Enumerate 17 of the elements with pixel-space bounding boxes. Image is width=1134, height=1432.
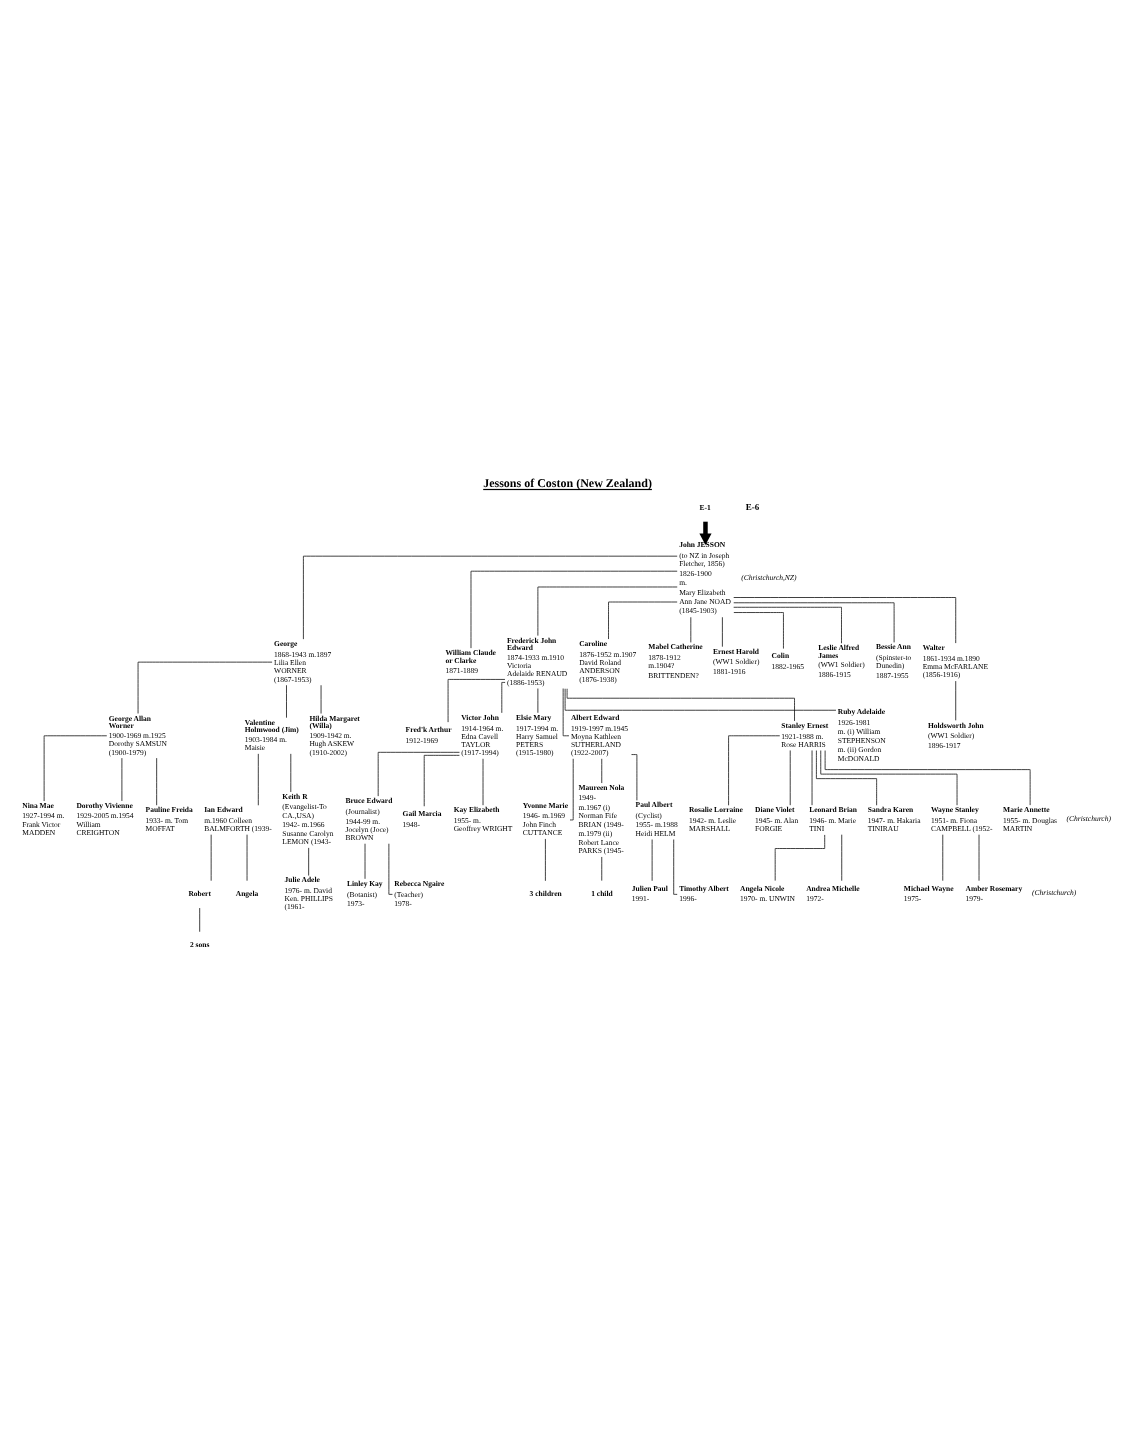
connector (564, 687, 837, 710)
connector (774, 833, 826, 880)
connector (733, 596, 957, 643)
connector (728, 734, 781, 805)
connector (631, 753, 638, 800)
connector (733, 605, 842, 643)
connector (286, 683, 287, 718)
connector (545, 837, 546, 881)
connector (303, 554, 678, 639)
connector (816, 749, 877, 805)
connector (447, 678, 506, 722)
connector (733, 611, 784, 648)
connector (566, 687, 795, 721)
connector (608, 600, 678, 639)
connector (824, 749, 1031, 805)
connector (501, 681, 506, 713)
connector (722, 615, 723, 647)
